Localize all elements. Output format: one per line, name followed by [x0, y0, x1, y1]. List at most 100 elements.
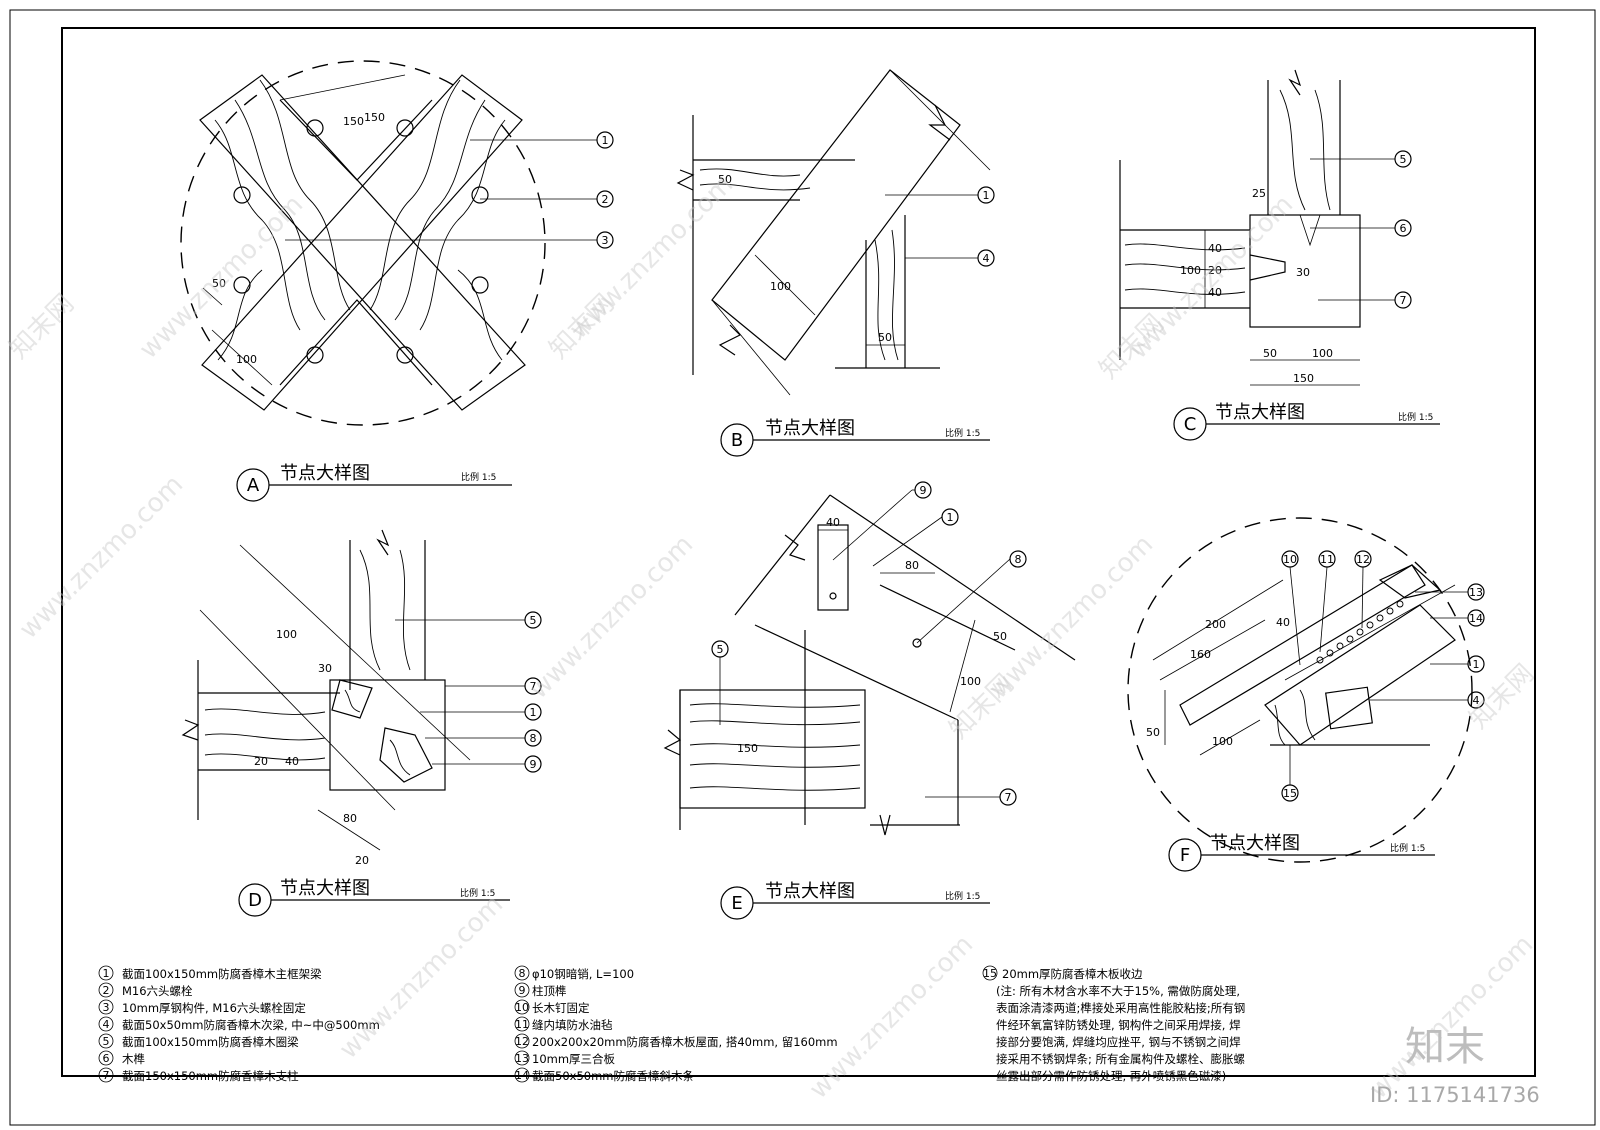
detail-f-title: 节点大样图	[1210, 833, 1300, 854]
svg-text:柱顶榫: 柱顶榫	[532, 984, 567, 998]
svg-text:7: 7	[530, 680, 537, 693]
detail-e-dim-150: 150	[737, 742, 758, 755]
detail-c-callout-6	[1394, 219, 1412, 237]
watermark-brand-4: 知末网	[944, 669, 1020, 745]
detail-e-callout-1	[941, 508, 959, 526]
watermark-site-8: www.znzmo.com	[804, 930, 979, 1105]
detail-c-callout-5	[1394, 150, 1412, 168]
watermark-site-3: www.znzmo.com	[1124, 190, 1299, 365]
detail-c-dim-50: 50	[1263, 347, 1277, 360]
svg-text:10mm厚钢构件, M16六头螺栓固定: 10mm厚钢构件, M16六头螺栓固定	[122, 1001, 306, 1015]
detail-e-dim-40: 40	[826, 516, 840, 529]
watermark-logo: 知末	[1405, 1024, 1485, 1070]
svg-text:2: 2	[602, 193, 609, 206]
detail-d-callout-1	[524, 703, 542, 721]
detail-c-dim-40b: 40	[1208, 286, 1222, 299]
detail-d-dim-20b: 20	[355, 854, 369, 867]
svg-text:截面150x150mm防腐香樟木支柱: 截面150x150mm防腐香樟木支柱	[122, 1069, 299, 1083]
detail-f-scale: 比例 1:5	[1390, 842, 1425, 854]
detail-b: 50 100 50 1 4 B 节点大样图 比例 1:5	[676, 69, 995, 457]
detail-a-dim-4: 100	[236, 353, 257, 366]
svg-text:2: 2	[103, 984, 110, 997]
detail-c-dim-20: 20	[1208, 264, 1222, 277]
detail-c-callout-7	[1394, 291, 1412, 309]
detail-d: 100 30 20 40 80 20 5 7 1 8 9 D 节点大样图 比例 …	[181, 529, 542, 917]
detail-a-bolts	[233, 119, 489, 364]
svg-text:13: 13	[515, 1052, 529, 1065]
detail-c-dim-150: 150	[1293, 372, 1314, 385]
svg-text:8: 8	[530, 732, 537, 745]
svg-text:B: B	[731, 430, 743, 451]
svg-text:15: 15	[983, 967, 997, 980]
general-note-line-4: 接部分要饱满, 焊缝均应挫平, 钢与不锈钢之间焊	[996, 1035, 1241, 1049]
detail-d-callout-8	[524, 729, 542, 747]
svg-text:A: A	[247, 475, 260, 496]
detail-d-dim-80: 80	[343, 812, 357, 825]
general-note-line-2: 表面涂清漆两道;榫接处采用高性能胶粘接;所有钢	[996, 1001, 1245, 1015]
svg-text:4: 4	[103, 1018, 110, 1031]
detail-f-dim-50: 50	[1146, 726, 1160, 739]
svg-text:20mm厚防腐香樟木板收边: 20mm厚防腐香樟木板收边	[1002, 967, 1143, 981]
svg-text:D: D	[248, 890, 262, 911]
general-note-line-1: (注: 所有木材含水率不大于15%, 需做防腐处理,	[996, 984, 1240, 998]
svg-text:E: E	[731, 893, 742, 914]
detail-f-insulation	[1316, 600, 1404, 664]
svg-text:9: 9	[920, 484, 927, 497]
general-note-line-6: 丝露出部分需作防锈处理, 再外喷锈黑色磁漆)	[996, 1069, 1226, 1083]
svg-text:6: 6	[1400, 222, 1407, 235]
detail-e-callout-8	[1009, 550, 1027, 568]
detail-c-title: 节点大样图	[1215, 402, 1305, 423]
svg-text:1: 1	[103, 967, 110, 980]
detail-f-callout-13	[1467, 583, 1485, 601]
svg-text:11: 11	[515, 1018, 529, 1031]
detail-d-callout-9	[524, 755, 542, 773]
detail-f-dim-100: 100	[1212, 735, 1233, 748]
svg-text:5: 5	[530, 614, 537, 627]
detail-f-callout-11	[1318, 550, 1336, 568]
detail-f-callout-14	[1467, 609, 1485, 627]
svg-text:截面50x50mm防腐香樟木次梁, 中~中@500mm: 截面50x50mm防腐香樟木次梁, 中~中@500mm	[122, 1018, 380, 1032]
detail-c-dim-25: 25	[1252, 187, 1266, 200]
sheet-outer-border	[9, 9, 1596, 1126]
legend-item-1: 1 截面100x150mm防腐香樟木主框架梁	[98, 965, 322, 981]
svg-text:缝内填防水油毡: 缝内填防水油毡	[532, 1018, 613, 1032]
svg-text:M16六头螺栓: M16六头螺栓	[122, 984, 193, 998]
svg-text:10mm厚三合板: 10mm厚三合板	[532, 1052, 616, 1066]
detail-d-dim-20a: 20	[254, 755, 268, 768]
watermark-brand-2: 知末网	[544, 289, 620, 365]
svg-text:7: 7	[103, 1069, 110, 1082]
detail-f-dim-160: 160	[1190, 648, 1211, 661]
svg-text:木榫: 木榫	[122, 1052, 145, 1066]
detail-d-dim-30: 30	[318, 662, 332, 675]
general-note-line-5: 接采用不锈钢焊条; 所有金属构件及螺栓、膨胀螺	[996, 1052, 1245, 1066]
svg-text:1: 1	[530, 706, 537, 719]
svg-text:15: 15	[1283, 787, 1297, 800]
detail-b-dim-1: 50	[718, 173, 732, 186]
detail-d-scale: 比例 1:5	[460, 887, 495, 899]
detail-e-dim-50: 50	[993, 630, 1007, 643]
detail-a-callout-1	[596, 131, 614, 149]
svg-text:8: 8	[519, 967, 526, 980]
detail-e: 40 80 50 100 150 9 1 8 5 7 E 节点大样图 比例 1:…	[663, 481, 1076, 920]
svg-text:截面100x150mm防腐香樟木主框架梁: 截面100x150mm防腐香樟木主框架梁	[122, 967, 322, 981]
watermark-site-7: www.znzmo.com	[334, 890, 509, 1065]
detail-c-dim-30: 30	[1296, 266, 1310, 279]
detail-d-dim-100: 100	[276, 628, 297, 641]
detail-d-callout-7	[524, 677, 542, 695]
detail-d-callout-5	[524, 611, 542, 629]
svg-text:4: 4	[1473, 694, 1480, 707]
detail-f-callout-1	[1467, 655, 1485, 673]
detail-e-callout-9	[914, 481, 932, 499]
svg-text:4: 4	[983, 252, 990, 265]
svg-text:1: 1	[947, 511, 954, 524]
detail-a-dim-2: 150	[364, 111, 385, 124]
sheet-inner-frame	[61, 27, 1536, 1077]
